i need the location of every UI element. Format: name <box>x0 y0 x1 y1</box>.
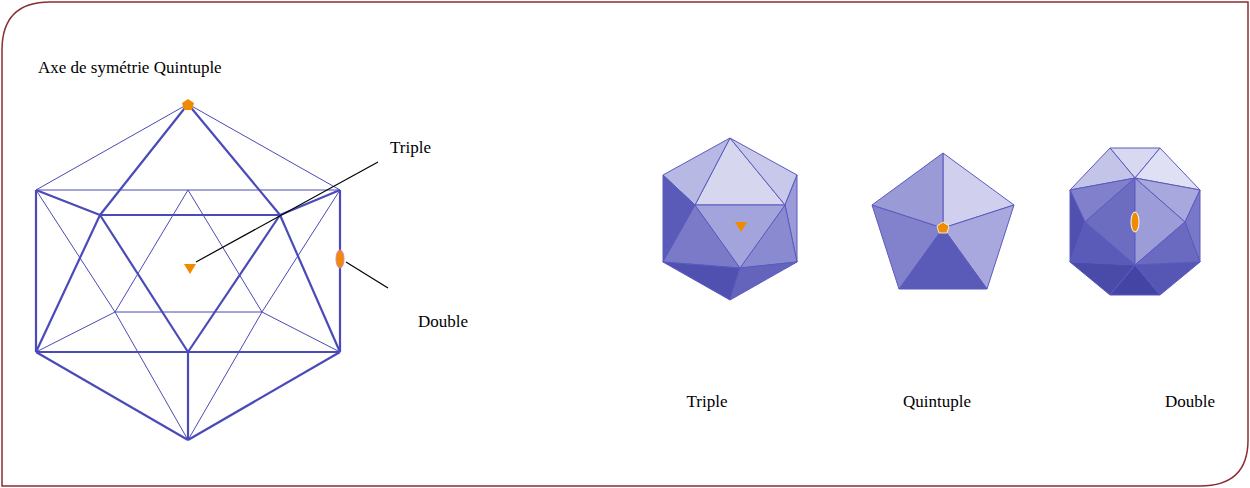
icosahedron-wireframe <box>36 104 340 440</box>
fivefold-marker <box>182 99 194 110</box>
twofold-marker <box>1131 212 1139 232</box>
view-caption: Triple <box>687 392 728 412</box>
icosahedron-threefold-view <box>663 138 797 300</box>
fivefold-marker <box>937 222 949 233</box>
axis-label: Triple <box>390 138 431 158</box>
threefold-marker <box>735 222 747 232</box>
leader-line <box>346 262 388 288</box>
threefold-marker <box>184 264 196 274</box>
icosahedron-twofold-view <box>1070 148 1200 295</box>
axis-title: Axe de symétrie Quintuple <box>38 58 222 78</box>
icosahedron-fivefold-view <box>872 153 1014 289</box>
twofold-marker <box>336 250 344 268</box>
view-caption: Quintuple <box>903 392 971 412</box>
leader-line <box>196 162 378 262</box>
axis-label: Double <box>418 312 468 332</box>
view-caption: Double <box>1165 392 1215 412</box>
